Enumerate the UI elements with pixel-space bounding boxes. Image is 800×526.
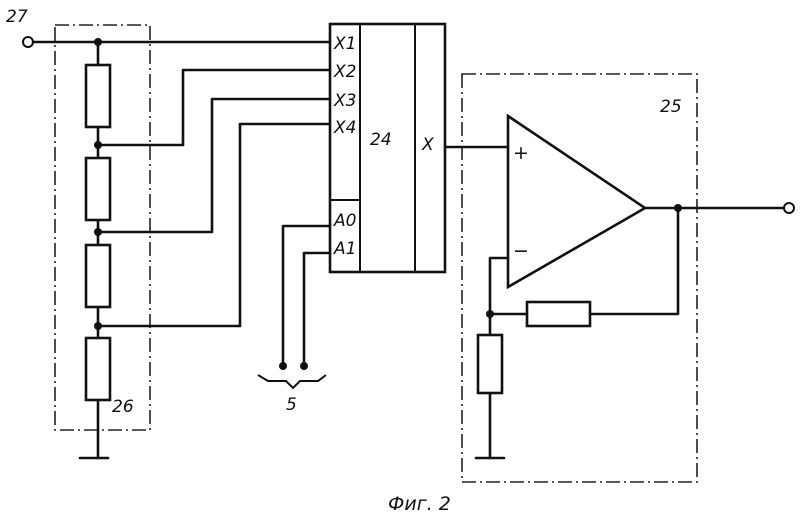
- bus-brace: [258, 375, 326, 388]
- input-terminal: [23, 37, 33, 47]
- control-bus-label: 5: [286, 395, 297, 415]
- ground-resistor: [478, 335, 502, 393]
- bus-pin: [300, 362, 308, 370]
- bus-pin: [279, 362, 287, 370]
- junction: [486, 310, 494, 318]
- address-wire-a1: [304, 253, 330, 366]
- tap-wire-x3: [98, 99, 330, 232]
- mux-input-x3: X3: [333, 91, 356, 111]
- resistor-r4: [86, 338, 110, 400]
- figure-caption: Фиг. 2: [388, 493, 451, 515]
- resistor-r2: [86, 158, 110, 220]
- opamp-minus-sign: −: [513, 240, 529, 262]
- divider-label: 26: [112, 397, 134, 417]
- mux-input-x4: X4: [333, 118, 356, 138]
- resistor-r3: [86, 245, 110, 307]
- divider-block: 26: [55, 25, 150, 458]
- amplifier-boundary: [462, 74, 697, 482]
- feedback-resistor: [527, 302, 590, 326]
- mux-input-x2: X2: [333, 62, 356, 82]
- output-terminal: [784, 203, 794, 213]
- mux-label: 24: [370, 130, 392, 150]
- amplifier-block: 25 + −: [445, 74, 784, 482]
- mux-address-a1: A1: [333, 239, 356, 259]
- mux-output-label: X: [421, 135, 434, 155]
- tap-wire-x2: [98, 70, 330, 145]
- amplifier-label: 25: [660, 97, 682, 117]
- resistor-r1: [86, 65, 110, 127]
- opamp-plus-sign: +: [513, 142, 529, 164]
- mux-input-x1: X1: [333, 34, 356, 54]
- input-terminal-label: 27: [6, 7, 28, 27]
- multiplexer-block: X1 X2 X3 X4 A0 A1 24 X: [330, 24, 445, 272]
- mux-address-a0: A0: [333, 211, 356, 231]
- address-wire-a0: [283, 226, 330, 366]
